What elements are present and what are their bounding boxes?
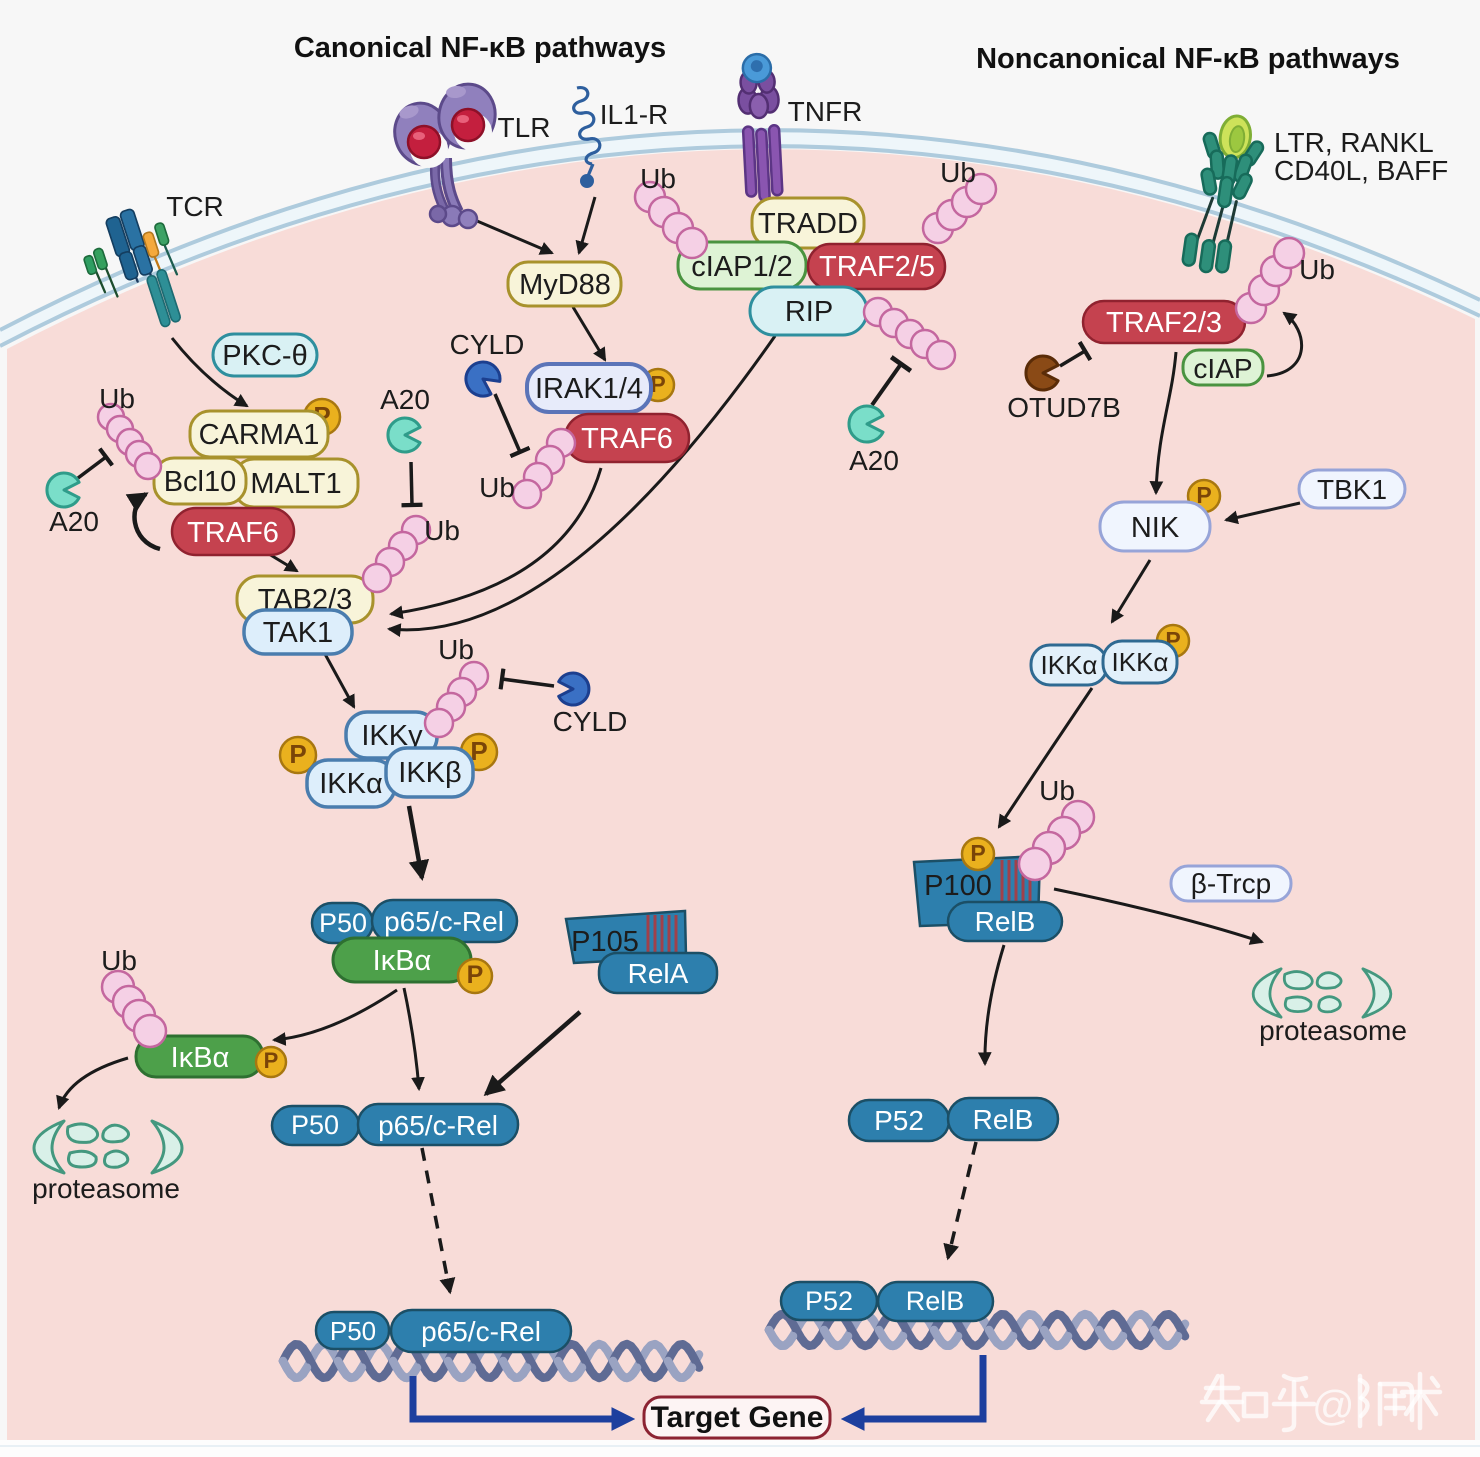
svg-text:P100: P100 <box>924 870 992 902</box>
svg-text:P52: P52 <box>805 1286 853 1316</box>
svg-text:PKC-θ: PKC-θ <box>222 340 307 372</box>
svg-text:P: P <box>467 961 484 989</box>
svg-text:P: P <box>289 739 306 769</box>
svg-text:P: P <box>970 840 985 866</box>
svg-text:Ub: Ub <box>101 945 137 976</box>
svg-text:IL1-R: IL1-R <box>600 99 668 130</box>
svg-text:P50: P50 <box>330 1316 376 1346</box>
svg-text:A20: A20 <box>49 506 99 537</box>
svg-text:TAK1: TAK1 <box>263 617 333 649</box>
svg-text:OTUD7B: OTUD7B <box>1007 392 1121 423</box>
svg-text:A20: A20 <box>849 445 899 476</box>
svg-text:CD40L, BAFF: CD40L, BAFF <box>1274 155 1448 186</box>
svg-text:IKKβ: IKKβ <box>398 757 461 789</box>
svg-text:cIAP: cIAP <box>1193 353 1252 384</box>
svg-text:Ub: Ub <box>1299 254 1335 285</box>
svg-text:Ub: Ub <box>438 634 474 665</box>
svg-text:LTR, RANKL: LTR, RANKL <box>1274 127 1434 158</box>
svg-text:TCR: TCR <box>166 191 224 222</box>
svg-text:p65/c-Rel: p65/c-Rel <box>421 1316 541 1347</box>
svg-text:Ub: Ub <box>640 163 676 194</box>
svg-text:RelB: RelB <box>975 906 1036 937</box>
svg-text:TRAF2/5: TRAF2/5 <box>819 251 935 283</box>
svg-text:IKKα: IKKα <box>319 768 383 800</box>
svg-text:P50: P50 <box>319 908 367 938</box>
svg-text:p65/c-Rel: p65/c-Rel <box>384 906 504 937</box>
svg-text:Ub: Ub <box>99 383 135 414</box>
svg-text:P: P <box>1196 482 1211 508</box>
svg-text:p65/c-Rel: p65/c-Rel <box>378 1110 498 1141</box>
svg-text:NIK: NIK <box>1131 512 1180 544</box>
svg-text:TBK1: TBK1 <box>1317 474 1387 505</box>
svg-text:TRADD: TRADD <box>758 208 858 240</box>
svg-text:IKKα: IKKα <box>1041 650 1098 680</box>
svg-text:MyD88: MyD88 <box>519 269 611 301</box>
svg-text:Ub: Ub <box>1039 775 1075 806</box>
svg-text:Ub: Ub <box>424 515 460 546</box>
svg-text:MALT1: MALT1 <box>250 468 341 500</box>
svg-text:A20: A20 <box>380 384 430 415</box>
svg-text:cIAP1/2: cIAP1/2 <box>691 251 793 283</box>
svg-text:proteasome: proteasome <box>1259 1015 1407 1046</box>
svg-text:RelB: RelB <box>973 1104 1034 1135</box>
svg-text:P52: P52 <box>874 1105 924 1136</box>
svg-text:RelA: RelA <box>628 958 689 989</box>
svg-text:IKKα: IKKα <box>1112 647 1169 677</box>
svg-text:TNFR: TNFR <box>788 96 863 127</box>
svg-text:CARMA1: CARMA1 <box>199 419 320 451</box>
svg-text:proteasome: proteasome <box>32 1173 180 1204</box>
svg-text:Canonical NF-κB pathways: Canonical NF-κB pathways <box>294 32 666 64</box>
svg-text:TRAF2/3: TRAF2/3 <box>1106 307 1222 339</box>
svg-text:CYLD: CYLD <box>450 329 525 360</box>
svg-text:Noncanonical NF-κB pathways: Noncanonical NF-κB pathways <box>976 43 1400 75</box>
svg-text:P50: P50 <box>291 1110 339 1140</box>
svg-text:@: @ <box>1312 1382 1355 1429</box>
svg-text:RIP: RIP <box>785 296 833 328</box>
svg-text:Ub: Ub <box>479 472 515 503</box>
svg-text:CYLD: CYLD <box>553 706 628 737</box>
svg-text:TRAF6: TRAF6 <box>187 517 279 549</box>
svg-text:Ub: Ub <box>940 157 976 188</box>
svg-text:IκBα: IκBα <box>373 945 432 977</box>
svg-text:TLR: TLR <box>498 112 551 143</box>
svg-text:RelB: RelB <box>906 1286 965 1316</box>
svg-text:IRAK1/4: IRAK1/4 <box>535 373 643 405</box>
svg-text:Target Gene: Target Gene <box>651 1401 824 1434</box>
svg-text:β-Trcp: β-Trcp <box>1191 868 1271 899</box>
svg-text:P: P <box>264 1048 279 1073</box>
svg-text:IκBα: IκBα <box>171 1042 230 1074</box>
svg-text:P: P <box>470 736 487 766</box>
svg-text:P: P <box>650 371 665 397</box>
svg-text:TRAF6: TRAF6 <box>581 423 673 455</box>
svg-text:Bcl10: Bcl10 <box>164 466 237 498</box>
